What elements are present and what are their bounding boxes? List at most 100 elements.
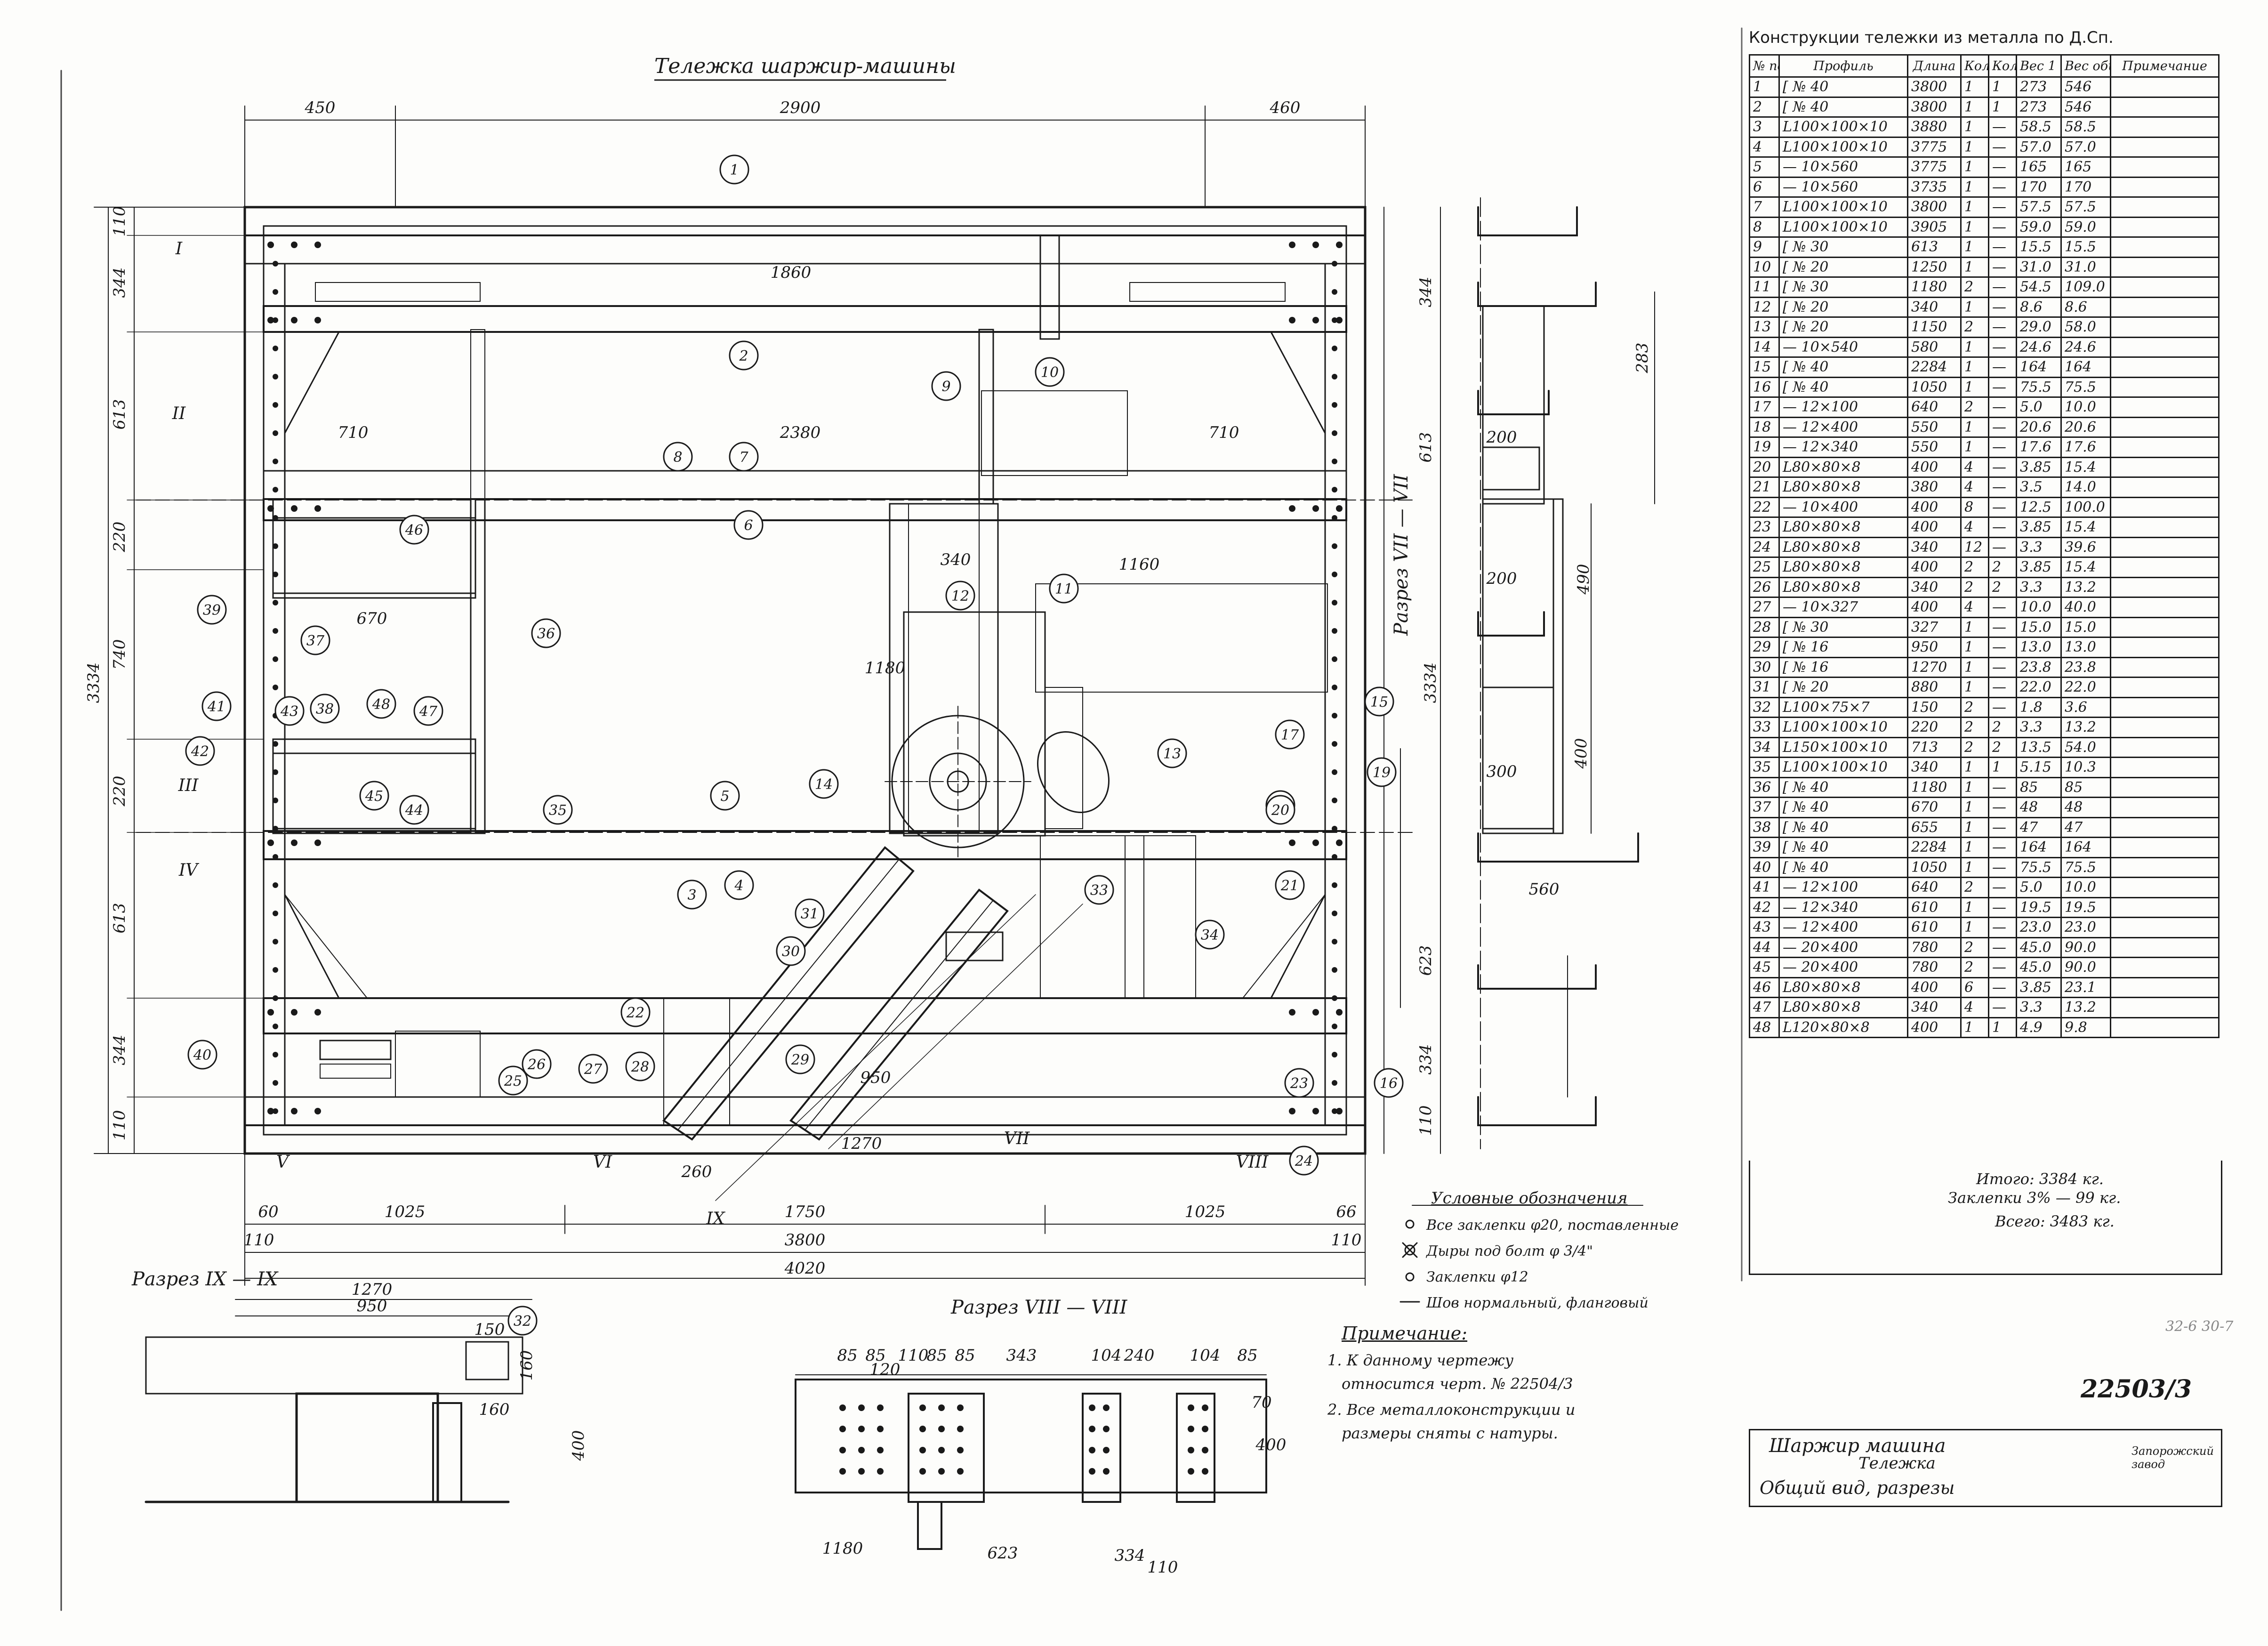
spec-cell: 1 <box>1960 656 1989 678</box>
rivet <box>314 1108 321 1114</box>
rivet <box>839 1468 846 1475</box>
spec-cell <box>2110 76 2220 98</box>
section-cut-marker: VI <box>593 1153 612 1172</box>
rivet <box>877 1468 884 1475</box>
rivet <box>1332 769 1337 775</box>
dim-section-ix: 1270 <box>352 1280 393 1299</box>
part-balloon <box>366 689 396 719</box>
rivet <box>273 1080 278 1086</box>
section-cut-marker: III <box>178 776 199 795</box>
rivet <box>1312 839 1319 846</box>
section-viii-title: Разрез VIII — VIII <box>950 1297 1128 1318</box>
spec-cell <box>2110 476 2220 498</box>
spec-cell: 610 <box>1907 896 1962 918</box>
part-balloon <box>310 694 340 724</box>
part-label: 29 <box>791 1052 809 1068</box>
dim-inner: 260 <box>681 1162 712 1181</box>
spec-cell: 34 <box>1749 736 1780 758</box>
spec-cell: — <box>1988 997 2017 1018</box>
spec-cell: 546 <box>2060 96 2111 118</box>
spec-cell: 1 <box>1960 776 1989 798</box>
spec-cell: — 12×400 <box>1778 917 1908 938</box>
spec-cell: 58.5 <box>2016 116 2062 138</box>
dim-side: 344 <box>1416 277 1435 307</box>
spec-cell: 3.85 <box>2016 976 2062 998</box>
spec-cell: 340 <box>1907 296 1962 318</box>
spec-cell: 32 <box>1749 696 1780 718</box>
spec-cell: — <box>1988 816 2017 838</box>
spec-cell: 713 <box>1907 736 1962 758</box>
spec-cell: 1 <box>1960 637 1989 658</box>
spec-cell: 17.6 <box>2060 436 2111 458</box>
spec-cell: 4 <box>1960 516 1989 538</box>
dim-bottom: 60 <box>258 1202 278 1221</box>
spec-cell: — 12×100 <box>1778 396 1908 418</box>
spec-cell: 340 <box>1907 536 1962 558</box>
spec-cell: 90.0 <box>2060 957 2111 978</box>
rivet <box>938 1468 945 1475</box>
spec-cell: 33 <box>1749 717 1780 738</box>
rivet <box>938 1404 945 1411</box>
part-label: 4 <box>734 878 743 894</box>
spec-cell: 1 <box>1960 797 1989 818</box>
spec-cell: 8 <box>1960 496 1989 518</box>
part-label: 28 <box>631 1059 649 1075</box>
rivet <box>1336 1009 1343 1016</box>
rivet <box>273 600 278 605</box>
spec-cell: — 12×100 <box>1778 877 1908 898</box>
rivet <box>1332 995 1337 1001</box>
rivet <box>1103 1468 1110 1475</box>
spec-cell: 23.1 <box>2060 976 2111 998</box>
spec-cell: 3.85 <box>2016 557 2062 578</box>
spec-cell: L80×80×8 <box>1778 476 1908 498</box>
rivet <box>1202 1404 1208 1411</box>
dim-inner: 1860 <box>771 263 812 282</box>
dim-section-viii: 104 <box>1091 1346 1122 1365</box>
section-cut-marker: II <box>172 404 186 423</box>
part-balloon <box>677 879 707 910</box>
section-cut-marker: V <box>276 1153 290 1172</box>
spec-cell: 164 <box>2016 837 2062 858</box>
spec-cell: 75.5 <box>2016 856 2062 878</box>
spec-cell: 670 <box>1907 797 1962 818</box>
spec-cell: 1 <box>1960 616 1989 638</box>
spec-cell: 1050 <box>1907 856 1962 878</box>
spec-cell: — <box>1988 776 2017 798</box>
spec-cell: [ № 16 <box>1778 637 1908 658</box>
part-label: 40 <box>193 1047 211 1064</box>
dim-section-viii: 400 <box>1255 1436 1287 1454</box>
spec-cell: 20 <box>1749 456 1780 478</box>
spec-cell <box>2110 536 2220 558</box>
legend-item-bolt-holes: Дыры под болт φ 3/4" <box>1426 1243 1593 1259</box>
spec-cell: 13.0 <box>2016 637 2062 658</box>
spec-cell: 3775 <box>1907 156 1962 178</box>
spec-cell: — <box>1988 376 2017 398</box>
spec-cell: 150 <box>1907 696 1962 718</box>
rivet <box>1332 572 1337 577</box>
part-balloon <box>413 696 443 726</box>
spec-cell: 2 <box>1960 936 1989 958</box>
spec-cell: 1 <box>1960 816 1989 838</box>
spec-cell: 2 <box>1960 276 1989 298</box>
rivet <box>1332 317 1337 323</box>
dim-inner: 710 <box>338 423 369 442</box>
spec-cell <box>2110 176 2220 198</box>
rivet <box>1289 242 1295 248</box>
spec-cell: L100×100×10 <box>1778 136 1908 158</box>
note-line-4: размеры сняты с натуры. <box>1342 1424 1558 1442</box>
rivet <box>273 402 278 408</box>
rivet <box>267 317 274 323</box>
dim-total: 110 <box>1331 1231 1362 1250</box>
spec-cell <box>2110 917 2220 938</box>
spec-cell: 13.0 <box>2060 637 2111 658</box>
part-balloon <box>931 371 961 401</box>
spec-cell: 48 <box>1749 1017 1780 1038</box>
dim-inner: 2380 <box>780 423 821 442</box>
spec-cell: 48 <box>2060 797 2111 818</box>
